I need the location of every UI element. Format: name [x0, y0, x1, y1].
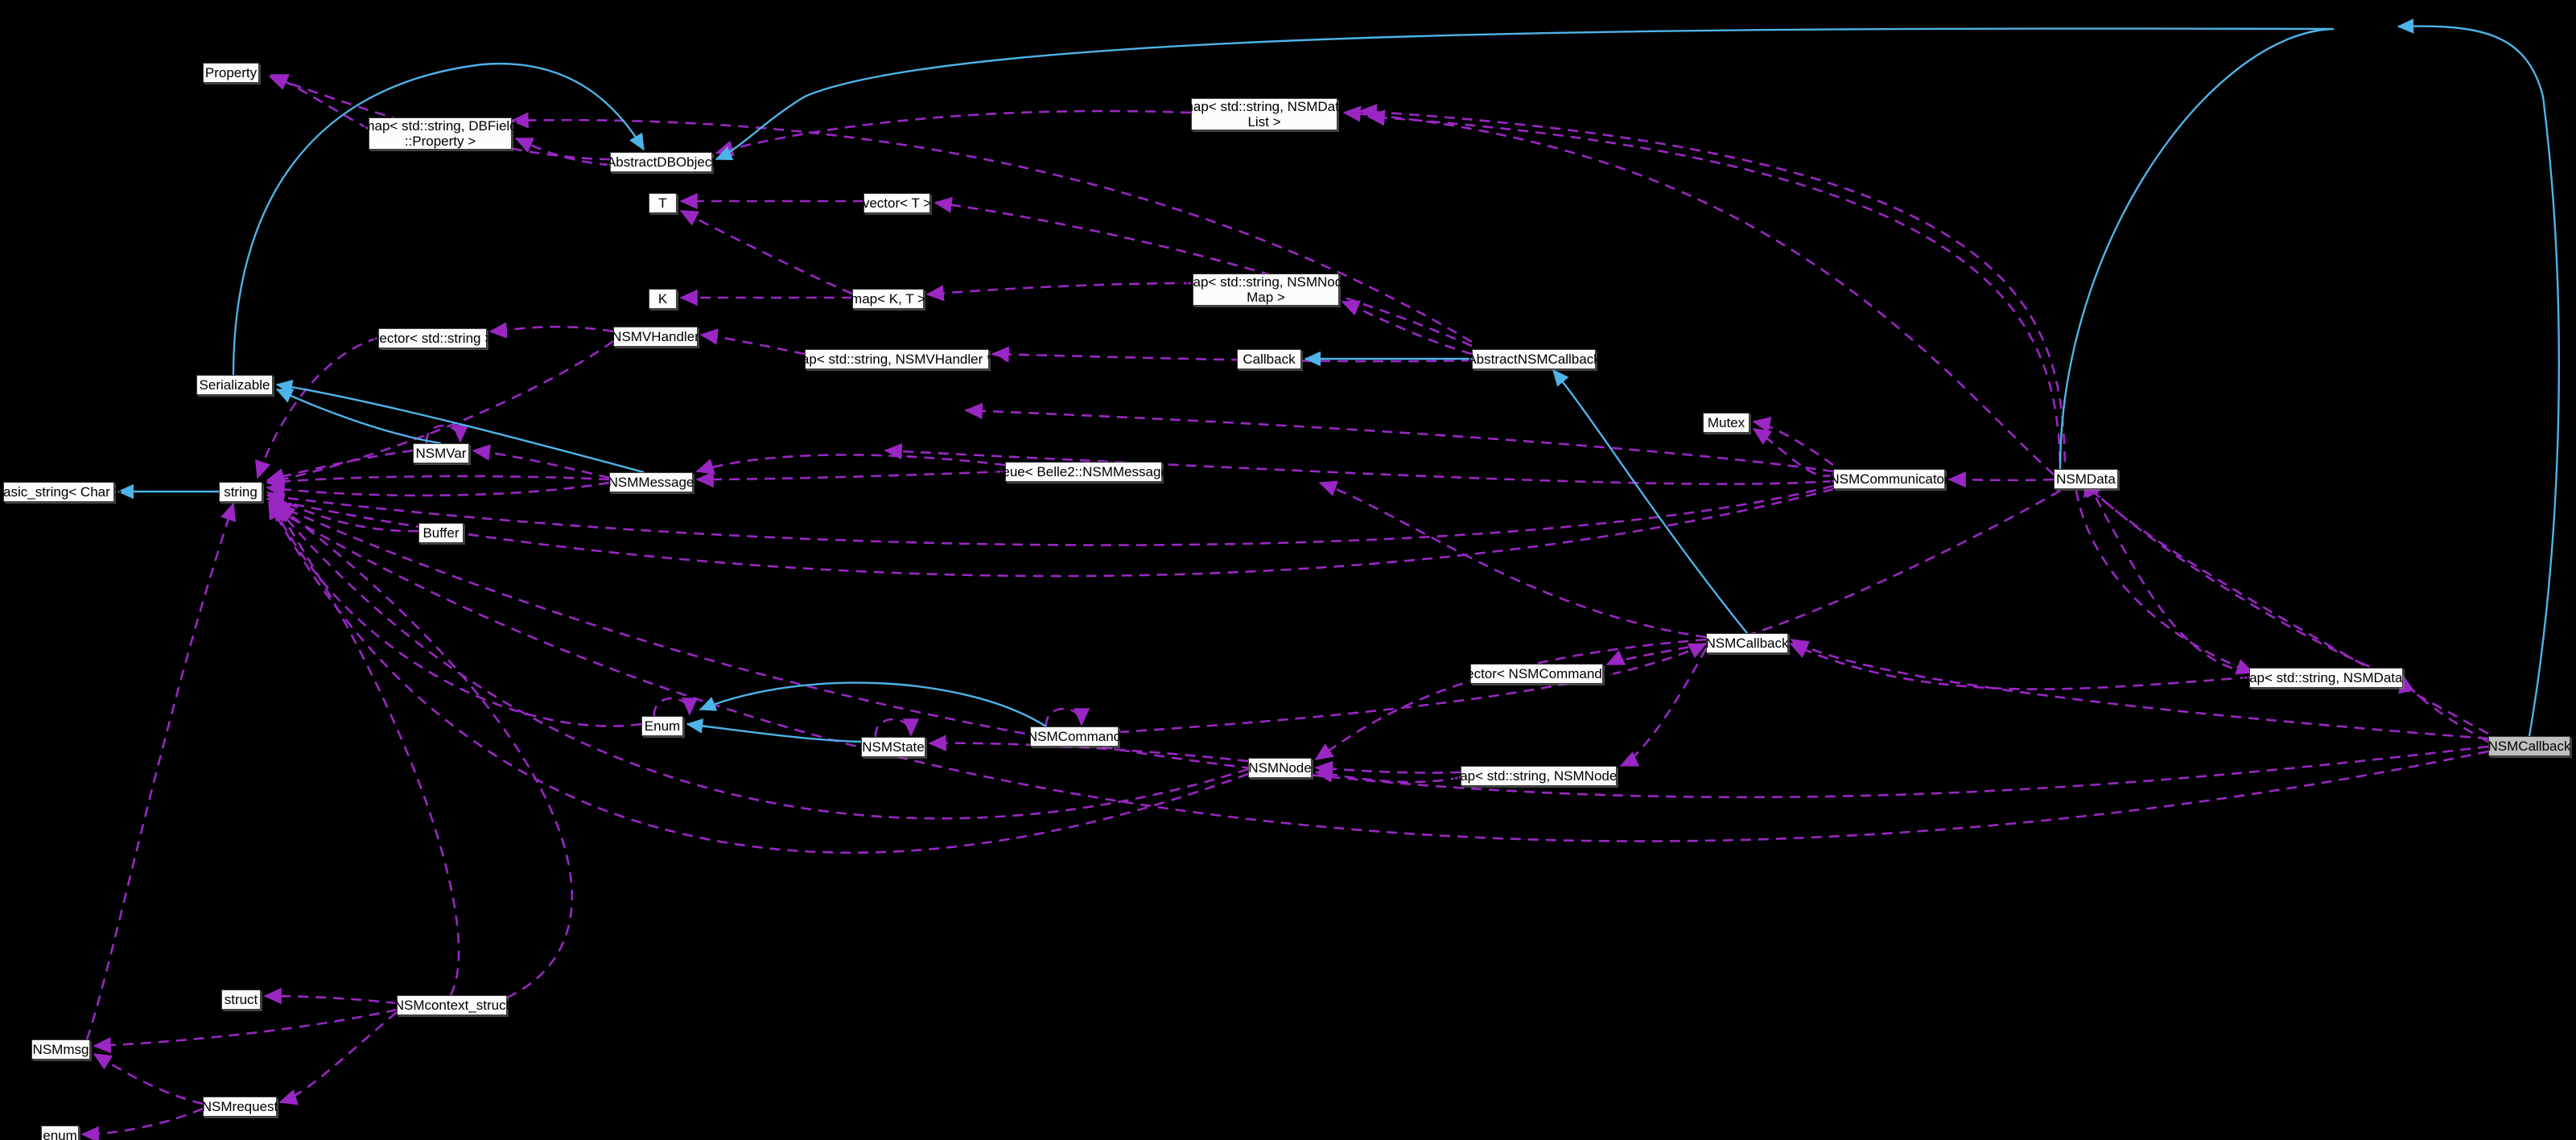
class-node-label: vector< NSMCommand >: [1459, 665, 1614, 681]
class-node-map_kt[interactable]: map< K, T >: [851, 289, 925, 309]
class-node-label: map< K, T >: [851, 290, 925, 307]
class-node-label: T: [658, 195, 667, 211]
class-node-nsmcallback_main[interactable]: NSMCallback: [2487, 736, 2571, 756]
class-node-map_dbfield[interactable]: map< std::string, DBField ::Property >: [363, 117, 517, 150]
class-node-label: enum: [43, 1127, 77, 1140]
class-node-map_nsmnode[interactable]: map< std::string, NSMNode >: [1449, 766, 1629, 786]
class-node-label: Enum: [644, 718, 681, 734]
class-node-nsmcommunicator[interactable]: NSMCommunicator: [1829, 469, 1949, 489]
class-node-abstractdbobject[interactable]: AbstractDBObject: [606, 152, 716, 172]
class-node-nsmvhandler[interactable]: NSMVHandler: [612, 327, 699, 347]
class-node-nsmdata[interactable]: NSMData: [2054, 469, 2118, 489]
class-node-label: map< std::string, DBField ::Property >: [363, 117, 517, 149]
class-node-label: NSMrequest: [201, 1098, 278, 1114]
class-node-label: NSMCallback: [1705, 635, 1789, 651]
class-node-label: vector< T >: [862, 195, 932, 211]
class-node-label: Mutex: [1707, 414, 1745, 430]
class-node-nsmcommand[interactable]: NSMCommand: [1027, 726, 1122, 747]
class-node-callback[interactable]: Callback: [1237, 349, 1301, 369]
class-node-label: NSMCommunicator: [1829, 471, 1949, 487]
class-node-nsmrequest[interactable]: NSMrequest: [201, 1097, 278, 1117]
class-node-enum_cap[interactable]: Enum: [641, 716, 683, 736]
class-node-label: NSMVar: [415, 445, 467, 461]
class-node-map_nsmdata[interactable]: map< std::string, NSMData >: [2238, 668, 2414, 688]
class-node-string[interactable]: string: [219, 482, 262, 502]
class-node-label: Property: [204, 64, 258, 80]
class-node-label: map< std::string, NSMData >: [2237, 669, 2415, 685]
class-node-enum_lower[interactable]: enum: [41, 1126, 79, 1140]
class-node-label: Callback: [1243, 351, 1296, 367]
class-node-label: map< std::string, NSMNode Map >: [1181, 274, 1350, 305]
class-node-label: NSMcontext_struct: [394, 997, 510, 1013]
class-node-basic_string[interactable]: basic_string< Char >: [0, 482, 122, 502]
class-node-label: NSMmsg: [32, 1041, 89, 1057]
class-node-label: NSMCommand: [1027, 728, 1122, 744]
class-node-nsmnode[interactable]: NSMNode: [1248, 758, 1312, 778]
class-node-label: NSMNode: [1248, 759, 1312, 776]
class-node-vector_string[interactable]: vector< std::string >: [373, 328, 493, 348]
inheritance-edges: [117, 19, 2560, 743]
usage-edges: [80, 73, 2489, 1140]
class-node-label: NSMMessage: [608, 474, 694, 490]
class-node-label: NSMCallback: [2487, 738, 2571, 754]
class-node-label: Serializable: [199, 377, 270, 393]
class-node-nsmstate[interactable]: NSMState: [861, 737, 925, 757]
class-node-label: struct: [224, 991, 258, 1007]
class-node-label: AbstractDBObject: [606, 154, 716, 170]
class-node-property[interactable]: Property: [203, 63, 259, 83]
class-node-queue_nsmmsg[interactable]: queue< Belle2::NSMMessage >: [987, 462, 1181, 482]
class-node-label: basic_string< Char >: [0, 484, 122, 500]
class-node-struct[interactable]: struct: [221, 990, 261, 1010]
class-node-t[interactable]: T: [649, 193, 677, 213]
class-node-nsmvar[interactable]: NSMVar: [413, 443, 469, 463]
class-node-nsmmessage[interactable]: NSMMessage: [608, 472, 694, 492]
class-node-nsmmsg[interactable]: NSMmsg: [31, 1039, 90, 1060]
class-node-vector_t[interactable]: vector< T >: [862, 193, 932, 213]
class-node-mutex[interactable]: Mutex: [1703, 413, 1750, 433]
class-node-map_nsmdatalist[interactable]: map< std::string, NSMData List >: [1182, 98, 1346, 130]
class-node-label: NSMData: [2056, 471, 2116, 487]
class-node-buffer[interactable]: Buffer: [418, 523, 464, 543]
class-node-map_nsmnodemap[interactable]: map< std::string, NSMNode Map >: [1181, 274, 1350, 306]
class-node-nsmcallback_mid[interactable]: NSMCallback: [1705, 633, 1789, 653]
class-node-map_nsmvhandler[interactable]: map< std::string, NSMVHandler * >: [790, 349, 1004, 369]
class-node-label: string: [224, 484, 258, 500]
class-node-serializable[interactable]: Serializable: [196, 375, 273, 395]
class-node-label: AbstractNSMCallback: [1467, 351, 1601, 367]
class-node-label: NSMVHandler: [612, 328, 699, 344]
class-node-label: Buffer: [422, 525, 460, 541]
class-node-vector_nsmcmd[interactable]: vector< NSMCommand >: [1460, 664, 1614, 684]
class-node-label: K: [657, 290, 668, 307]
class-node-label: map< std::string, NSMVHandler * >: [789, 351, 1004, 367]
class-node-label: queue< Belle2::NSMMessage >: [987, 463, 1181, 479]
class-node-abstractnsmcb[interactable]: AbstractNSMCallback: [1467, 349, 1601, 369]
class-node-label: vector< std::string >: [372, 330, 493, 346]
class-node-nsmcontext[interactable]: NSMcontext_struct: [394, 995, 510, 1015]
class-node-label: NSMState: [862, 739, 925, 755]
class-node-k[interactable]: K: [649, 289, 677, 309]
class-node-label: map< std::string, NSMData List >: [1181, 98, 1347, 130]
class-node-label: map< std::string, NSMNode >: [1449, 768, 1629, 784]
